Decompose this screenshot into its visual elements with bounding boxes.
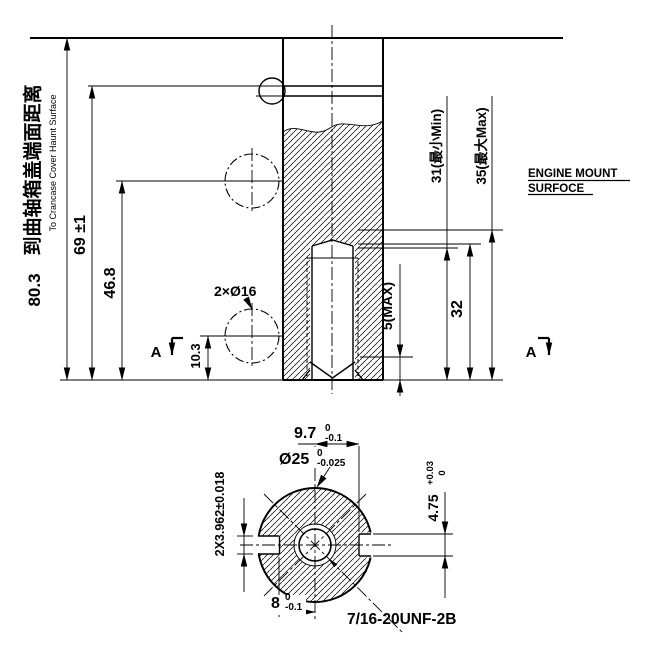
section-label-a-left: A [151, 344, 162, 361]
dim-9-7: 9.7 [294, 425, 316, 442]
dim-2x3-962: 2X3.962±0.018 [213, 472, 227, 557]
thread-spec: 7/16-20UNF-2B [347, 611, 456, 628]
dim-d25-tol-up: 0 [317, 448, 323, 459]
dim-4-75-tol-dn: 0 [437, 470, 448, 475]
dim-10-3: 10.3 [188, 343, 203, 368]
threaded-hole [301, 239, 364, 381]
section-cut-arrows [168, 336, 553, 356]
part-outline [30, 37, 563, 381]
dim-2x-d16: 2×Ø16 [214, 283, 257, 299]
engine-mount-text-1: ENGINE MOUNT [528, 168, 617, 180]
hatching [283, 121, 383, 380]
dim-4-75-tol-up: +0.03 [425, 461, 436, 485]
dim-5-max: 5(MAX) [379, 282, 395, 330]
dim-46-8: 46.8 [102, 267, 119, 298]
dim-d25: Ø25 [279, 451, 309, 468]
dim-32: 32 [449, 300, 466, 318]
dim-8-tol-dn: -0.1 [285, 602, 303, 613]
section-dimensions [237, 440, 453, 617]
dim-31-min: 31(最小Min) [429, 109, 444, 183]
dim-8-tol-up: 0 [285, 592, 291, 603]
main-view: ENGINE MOUNT SURFOCE 80.3 到曲轴箱盖端面距离 To C… [21, 25, 630, 396]
thread-leader-arrow [328, 558, 338, 568]
section-label-a-right: A [526, 344, 537, 361]
dim-80-3-note-en: To Crancase Cover Haunt Surface [48, 94, 58, 231]
engine-mount-text-2: SURFOCE [528, 183, 585, 195]
detail-circle [258, 77, 286, 105]
dim-80-3-note-cn: 到曲轴箱盖端面距离 [21, 84, 44, 255]
dim-4-75: 4.75 [425, 494, 441, 521]
dimensions-left [63, 37, 283, 381]
dim-d25-tol-dn: -0.025 [317, 458, 346, 469]
section-view: 9.7 0 -0.1 Ø25 0 -0.025 4.75 +0.03 0 2X3… [213, 423, 456, 633]
dim-80-3: 80.3 [25, 273, 44, 306]
dim-35-max: 35(最大Max) [473, 107, 489, 184]
engine-mount-label: ENGINE MOUNT SURFOCE [528, 168, 630, 196]
dimensions-right [358, 96, 503, 396]
dim-8: 8 [271, 595, 280, 612]
section-centerlines [240, 446, 403, 633]
dim-9-7-tol-up: 0 [325, 423, 331, 434]
dim-9-7-tol-dn: -0.1 [325, 433, 343, 444]
dim-69: 69 ±1 [72, 215, 89, 255]
